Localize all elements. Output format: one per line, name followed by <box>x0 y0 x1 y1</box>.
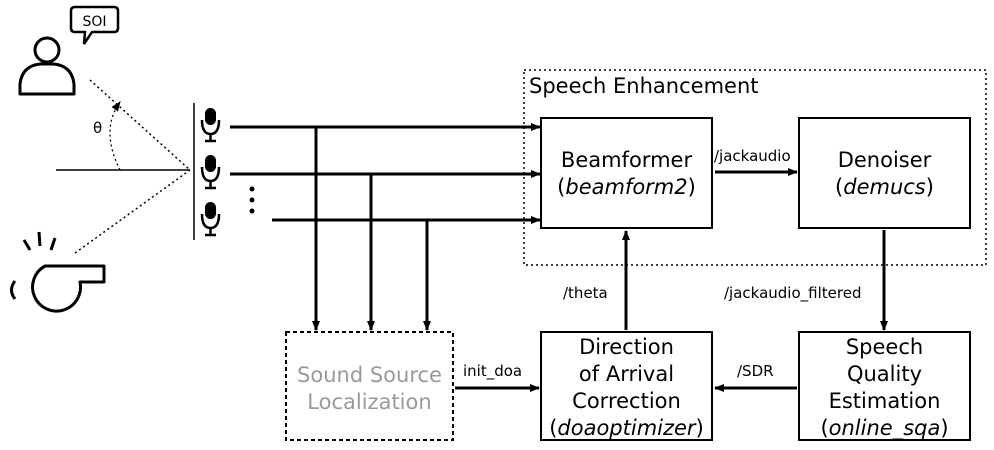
mic-signal-lines <box>230 123 541 331</box>
sqa-label-line3: Estimation <box>829 389 941 413</box>
beamformer-box <box>540 117 713 229</box>
sqa-label-line2: Quality <box>847 362 922 386</box>
beamformer-label: Beamformer <box>561 148 693 172</box>
beamformer-node-name: (beamform2) <box>557 175 696 199</box>
microphone-icon <box>200 202 221 237</box>
mic-ellipsis <box>249 186 255 214</box>
denoiser-node-name: (demucs) <box>835 175 934 199</box>
angle-geometry <box>56 79 191 254</box>
angle-theta-label: θ <box>93 119 102 137</box>
denoiser-box <box>798 117 971 229</box>
soi-label: SOI <box>82 14 106 30</box>
microphone-icon <box>200 155 221 190</box>
doa-node-name: (doaoptimizer) <box>549 416 704 440</box>
sqa-label-line1: Speech <box>846 335 923 359</box>
speech-bubble-icon <box>69 5 120 45</box>
pipeline-edges <box>455 168 888 392</box>
speech-enhancement-title: Speech Enhancement <box>529 74 758 98</box>
doa-label-line3: Correction <box>572 389 681 413</box>
edge-label-jackaudio-filtered: /jackaudio_filtered <box>724 284 861 303</box>
denoiser-label: Denoiser <box>838 148 932 172</box>
doa-box <box>540 331 713 441</box>
speaker-icon <box>18 36 76 96</box>
edge-label-init-doa: init_doa <box>463 362 522 381</box>
microphone-icon <box>200 108 221 143</box>
speech-enhancement-group <box>523 69 987 266</box>
sqa-node-name: (online_sqa) <box>820 416 948 441</box>
edge-label-jackaudio: /jackaudio <box>714 147 791 165</box>
ssl-label-line1: Sound Source <box>297 363 442 387</box>
edge-label-sdr: /SDR <box>737 362 774 380</box>
doa-label-line1: Direction <box>579 335 674 359</box>
whistle-icon <box>10 231 106 313</box>
ssl-box <box>285 331 454 441</box>
edge-label-theta: /theta <box>563 284 608 302</box>
ssl-label-line2: Localization <box>307 390 431 414</box>
sqa-box <box>798 331 971 441</box>
doa-label-line2: of Arrival <box>579 362 674 386</box>
